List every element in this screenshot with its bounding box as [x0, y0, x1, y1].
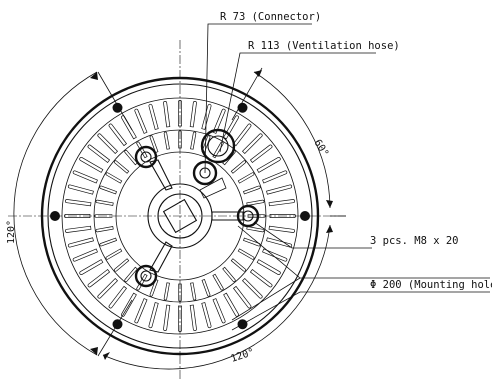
fin	[178, 100, 182, 127]
mounting-holes-label: Φ 200 (Mounting holes)	[370, 279, 492, 291]
fin	[212, 273, 224, 291]
ventilation-hose-connector	[200, 128, 236, 164]
fin	[87, 144, 111, 163]
fin	[212, 108, 226, 134]
fin	[262, 170, 288, 184]
screw-right	[236, 204, 260, 228]
fin	[163, 282, 170, 301]
fin	[223, 292, 239, 317]
fin	[79, 157, 104, 173]
fin	[266, 184, 293, 195]
leader-lines	[204, 23, 490, 331]
fin	[87, 269, 111, 288]
fin	[262, 248, 288, 262]
fin	[223, 115, 239, 140]
fin	[67, 237, 94, 248]
fin	[105, 248, 123, 260]
fin	[97, 278, 118, 299]
fin	[178, 283, 182, 302]
fin	[108, 285, 127, 309]
fin	[148, 302, 159, 329]
fin	[124, 150, 138, 166]
fin	[256, 259, 281, 275]
fin	[268, 225, 295, 233]
fin	[163, 304, 171, 331]
fin	[64, 214, 91, 218]
fin	[249, 269, 273, 288]
screws-label: 3 pcs. M8 x 20	[370, 235, 459, 247]
fin	[233, 123, 252, 147]
fin	[124, 266, 138, 282]
fin	[114, 258, 130, 272]
fin	[95, 199, 114, 206]
fin	[212, 298, 226, 324]
fin	[242, 278, 263, 299]
angle-label-bottom: 120°	[230, 347, 256, 365]
fin	[163, 131, 170, 150]
fin	[256, 157, 281, 173]
fin	[230, 160, 246, 174]
angle-label-60: 60°	[311, 138, 330, 159]
fin	[242, 133, 263, 154]
angle-dimensions	[13, 67, 346, 370]
fin	[99, 237, 117, 247]
fin	[233, 285, 252, 309]
mounting-hole	[50, 211, 60, 221]
fin	[201, 302, 212, 329]
fin	[178, 130, 182, 149]
fin	[237, 172, 255, 184]
fin	[99, 185, 117, 195]
fin	[163, 101, 171, 128]
fin	[269, 214, 296, 218]
fin	[65, 225, 92, 233]
mounting-hole	[300, 211, 310, 221]
fin	[105, 172, 123, 184]
fin	[108, 123, 127, 147]
fin	[79, 259, 104, 275]
screw-bottom-left	[134, 264, 158, 288]
fin	[222, 266, 236, 282]
fin	[97, 133, 118, 154]
fin	[246, 199, 265, 206]
fin	[149, 279, 159, 297]
fin	[94, 214, 113, 218]
screw-top-left	[134, 145, 158, 169]
fin	[121, 115, 137, 140]
angle-label-left: 120°	[6, 220, 17, 244]
fin	[134, 108, 148, 134]
fin	[189, 101, 197, 128]
fin	[134, 298, 148, 324]
fin	[237, 248, 255, 260]
fin	[190, 282, 197, 301]
mounting-hole	[237, 102, 248, 113]
center-lines	[8, 40, 346, 380]
fin	[189, 304, 197, 331]
fin	[178, 305, 182, 332]
fin	[149, 135, 159, 153]
fin	[230, 258, 246, 272]
connector-label: R 73 (Connector)	[220, 11, 321, 23]
fin	[268, 199, 295, 207]
fin	[72, 248, 98, 262]
fin	[95, 226, 114, 233]
fin	[201, 279, 211, 297]
fin	[249, 144, 273, 163]
fin	[246, 226, 265, 233]
fin	[65, 199, 92, 207]
fin	[72, 170, 98, 184]
housing-outline	[40, 76, 320, 356]
fin	[148, 103, 159, 130]
fin	[114, 160, 130, 174]
fin	[190, 131, 197, 150]
fin	[243, 185, 261, 195]
ventilation-hose-label: R 113 (Ventilation hose)	[248, 40, 400, 52]
central-hub	[147, 177, 227, 249]
fin	[67, 184, 94, 195]
fin	[121, 292, 137, 317]
